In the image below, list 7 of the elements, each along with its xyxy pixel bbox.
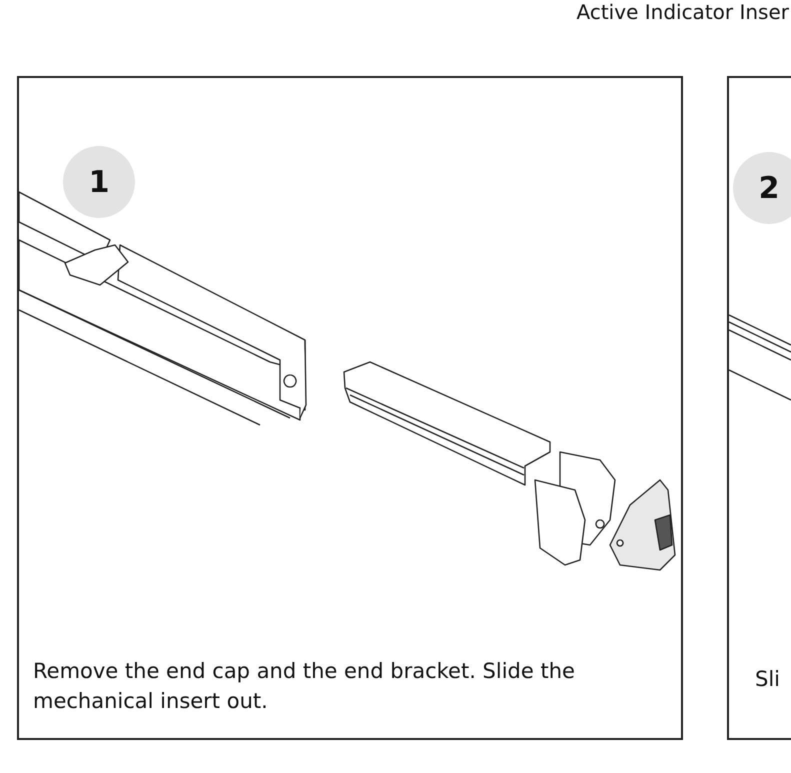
step-panel: [727, 76, 791, 740]
instruction-text: Sli: [755, 666, 781, 693]
step-panel: [17, 76, 683, 740]
section-heading: Active Indicator Inser: [576, 0, 789, 24]
instruction-text: Remove the end cap and the end bracket. Slide the mechanical insert out.: [33, 658, 576, 715]
step-number-badge: 1: [63, 146, 135, 218]
step-number-badge: 2: [733, 152, 791, 224]
